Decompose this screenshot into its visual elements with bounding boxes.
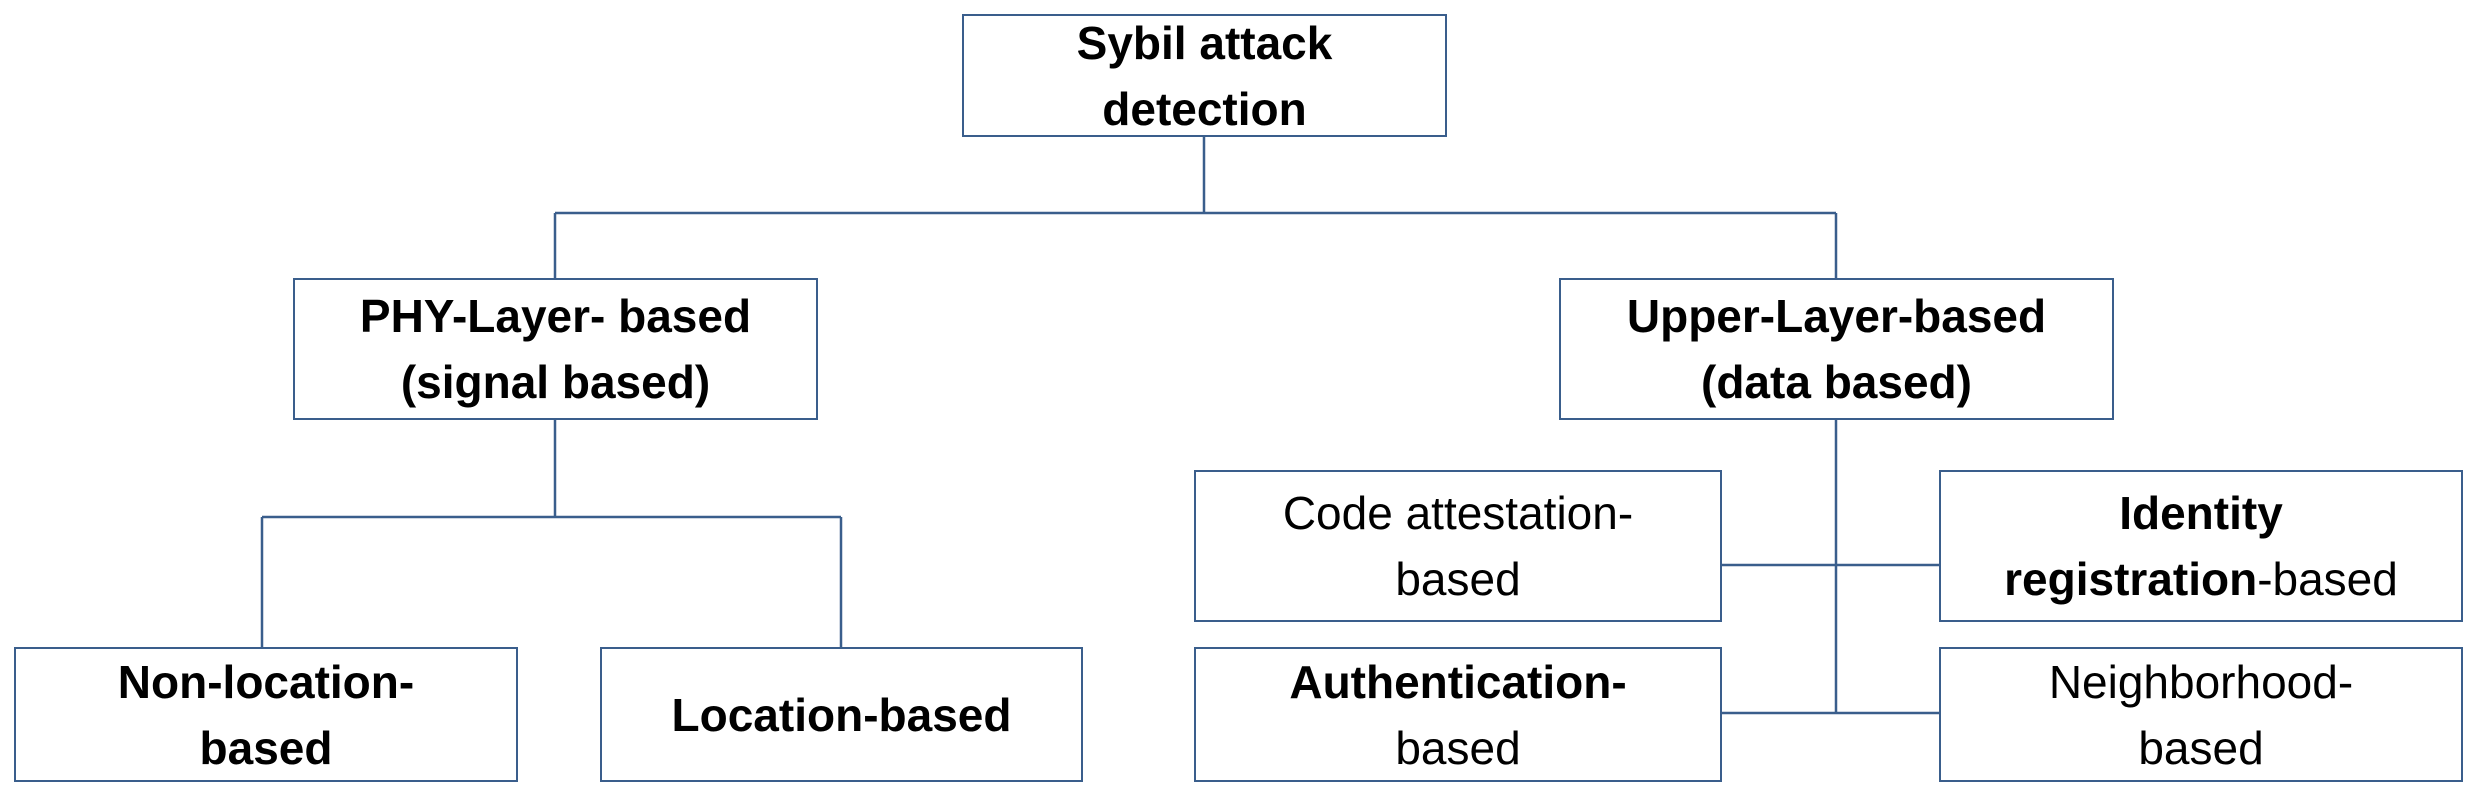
node-authentication-based: Authentication- based [1194, 647, 1722, 782]
code-attestation-node-line1: Code attestation- [1282, 487, 1634, 539]
non-location-node-line2: based [199, 721, 333, 774]
node-identity-registration-based: Identity registration-based [1939, 470, 2463, 622]
node-upper-layer-based: Upper-Layer-based (data based) [1559, 278, 2114, 420]
node-non-location-based: Non-location- based [14, 647, 518, 782]
code-attestation-node-line2: based [1395, 553, 1521, 605]
identity-node-line2: registration-based [2004, 546, 2398, 612]
identity-node-line2-rest: -based [2257, 553, 2398, 605]
identity-node-line1: Identity [2119, 487, 2283, 539]
identity-node-line2-bold: registration [2004, 553, 2258, 605]
non-location-node-line1: Non-location- [117, 655, 415, 708]
node-location-based: Location-based [600, 647, 1083, 782]
upper-node-line1: Upper-Layer-based [1626, 290, 2047, 342]
phy-node-line1: PHY-Layer- based [359, 290, 752, 342]
node-neighborhood-based: Neighborhood- based [1939, 647, 2463, 782]
root-node-line1: Sybil attack [1076, 16, 1333, 69]
root-node-sybil-attack-detection: Sybil attack detection [962, 14, 1447, 137]
authentication-node-line2: based [1395, 721, 1521, 774]
neighborhood-node-line1: Neighborhood- [2048, 655, 2354, 708]
root-node-line2: detection [1102, 82, 1307, 135]
authentication-node-line1: Authentication- [1289, 655, 1627, 708]
phy-node-line2: (signal based) [400, 356, 711, 408]
node-code-attestation-based: Code attestation- based [1194, 470, 1722, 622]
neighborhood-node-line2: based [2138, 721, 2264, 774]
location-node-line1: Location-based [671, 688, 1012, 741]
upper-node-line2: (data based) [1701, 356, 1972, 408]
node-phy-layer-based: PHY-Layer- based (signal based) [293, 278, 818, 420]
